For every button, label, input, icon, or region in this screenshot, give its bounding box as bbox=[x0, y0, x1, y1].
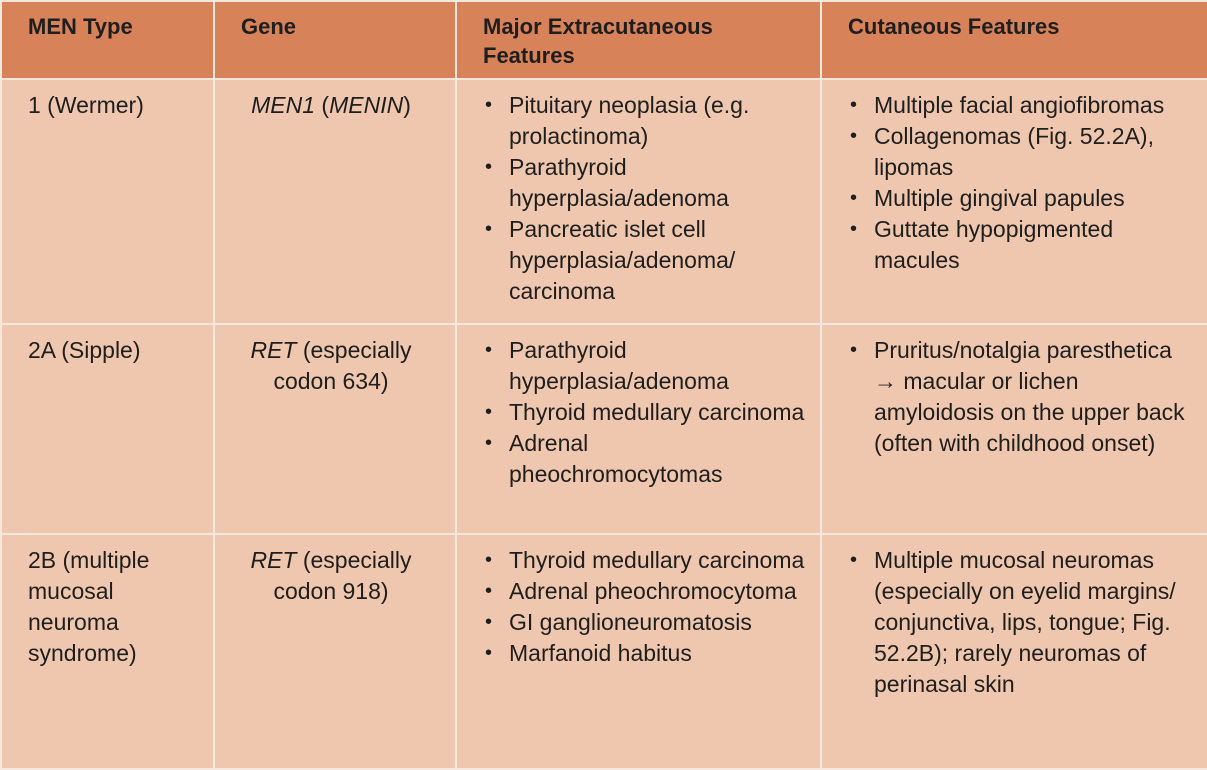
gene-protein: MENIN bbox=[329, 92, 404, 118]
cell-gene: RET (especially codon 634) bbox=[213, 323, 457, 535]
extracutaneous-list: • Thyroid medullary carcinoma • Adrenal ph… bbox=[483, 545, 806, 669]
header-row: MEN Type Gene Major Extracutaneous Featu… bbox=[0, 0, 1207, 80]
list-item: • GI ganglioneuromatosis bbox=[483, 607, 806, 638]
list-item-text: Pruritus/notalgia paresthetica → macular… bbox=[874, 337, 1185, 456]
header-men-type: MEN Type bbox=[0, 0, 215, 80]
header-gene: Gene bbox=[213, 0, 457, 80]
bullet: • bbox=[485, 156, 493, 178]
table-header: MEN Type Gene Major Extracutaneous Featu… bbox=[0, 0, 1207, 80]
cutaneous-list: • Multiple mucosal neuromas (especially o… bbox=[848, 545, 1193, 700]
list-item-text: Collagenomas (Fig. 52.2A), lipomas bbox=[874, 123, 1154, 180]
cell-extracutaneous: • Thyroid medullary carcinoma • Adrenal ph… bbox=[455, 533, 822, 770]
bullet: • bbox=[485, 642, 493, 664]
gene-note: (especially codon 634) bbox=[273, 337, 412, 394]
bullet: • bbox=[850, 549, 858, 571]
list-item: • Multiple gingival papules bbox=[848, 183, 1193, 214]
cell-gene: RET (especially codon 918) bbox=[213, 533, 457, 770]
bullet: • bbox=[850, 339, 858, 361]
table-row: 2A (Sipple) RET (especially codon 634) •… bbox=[0, 323, 1207, 535]
gene-paren-close: ) bbox=[403, 92, 411, 118]
list-item: • Guttate hypopigmented macules bbox=[848, 214, 1193, 276]
cell-men-type: 1 (Wermer) bbox=[0, 78, 215, 325]
bullet: • bbox=[485, 611, 493, 633]
list-item-text: Thyroid medullary carcinoma bbox=[509, 399, 805, 425]
list-item: • Thyroid medullary carcinoma bbox=[483, 397, 806, 428]
cell-cutaneous: • Multiple facial angiofibromas • Collagen… bbox=[820, 78, 1207, 325]
list-item-text: Guttate hypopigmented macules bbox=[874, 216, 1114, 273]
list-item: • Multiple mucosal neuromas (especially o… bbox=[848, 545, 1193, 700]
gene-paren-open: ( bbox=[321, 92, 330, 118]
list-item-text: Pituitary neoplasia (e.g. prolactinoma) bbox=[509, 92, 750, 149]
gene-symbol: RET bbox=[250, 337, 297, 363]
bullet: • bbox=[850, 187, 858, 209]
table-row: 1 (Wermer) MEN1 (MENIN) • Pituitary neopl… bbox=[0, 78, 1207, 325]
list-item-text: Thyroid medullary carcinoma bbox=[509, 547, 805, 573]
table-body: 1 (Wermer) MEN1 (MENIN) • Pituitary neopl… bbox=[0, 78, 1207, 770]
list-item-text: Pancreatic islet cell hyperplasia/adenom… bbox=[509, 216, 736, 304]
list-item: • Adrenal pheochromocytoma bbox=[483, 576, 806, 607]
table-row: 2B (multiple mucosal neuroma syndrome) R… bbox=[0, 533, 1207, 770]
bullet: • bbox=[850, 218, 858, 240]
list-item: • Pruritus/notalgia paresthetica → macula… bbox=[848, 335, 1193, 459]
header-cutaneous: Cutaneous Features bbox=[820, 0, 1207, 80]
bullet: • bbox=[850, 94, 858, 116]
cell-gene: MEN1 (MENIN) bbox=[213, 78, 457, 325]
cutaneous-list: • Multiple facial angiofibromas • Collagen… bbox=[848, 90, 1193, 276]
cell-cutaneous: • Pruritus/notalgia paresthetica → macula… bbox=[820, 323, 1207, 535]
extracutaneous-list: • Parathyroid hyperplasia/adenoma • Thyroi… bbox=[483, 335, 806, 490]
list-item-text: Multiple gingival papules bbox=[874, 185, 1125, 211]
cutaneous-list: • Pruritus/notalgia paresthetica → macula… bbox=[848, 335, 1193, 459]
list-item: • Collagenomas (Fig. 52.2A), lipomas bbox=[848, 121, 1193, 183]
list-item: • Thyroid medullary carcinoma bbox=[483, 545, 806, 576]
bullet: • bbox=[485, 218, 493, 240]
cell-men-type: 2A (Sipple) bbox=[0, 323, 215, 535]
list-item-text: Adrenal pheochromocytomas bbox=[509, 430, 723, 487]
list-item: • Parathyroid hyperplasia/adenoma bbox=[483, 152, 806, 214]
bullet: • bbox=[485, 432, 493, 454]
list-item-text: Adrenal pheochromocytoma bbox=[509, 578, 797, 604]
list-item-text: Multiple mucosal neuromas (especially on… bbox=[874, 547, 1176, 697]
bullet: • bbox=[485, 549, 493, 571]
bullet: • bbox=[485, 339, 493, 361]
cell-extracutaneous: • Pituitary neoplasia (e.g. prolactinoma)… bbox=[455, 78, 822, 325]
cell-cutaneous: • Multiple mucosal neuromas (especially o… bbox=[820, 533, 1207, 770]
list-item-text: Multiple facial angiofibromas bbox=[874, 92, 1165, 118]
list-item-text: Parathyroid hyperplasia/adenoma bbox=[509, 337, 729, 394]
list-item: • Multiple facial angiofibromas bbox=[848, 90, 1193, 121]
bullet: • bbox=[485, 580, 493, 602]
gene-symbol: MEN1 bbox=[251, 92, 316, 118]
list-item: • Pituitary neoplasia (e.g. prolactinoma) bbox=[483, 90, 806, 152]
cell-extracutaneous: • Parathyroid hyperplasia/adenoma • Thyroi… bbox=[455, 323, 822, 535]
list-item: • Marfanoid habitus bbox=[483, 638, 806, 669]
list-item-text: GI ganglioneuromatosis bbox=[509, 609, 752, 635]
bullet: • bbox=[850, 125, 858, 147]
gene-symbol: RET bbox=[250, 547, 297, 573]
extracutaneous-list: • Pituitary neoplasia (e.g. prolactinoma)… bbox=[483, 90, 806, 307]
header-extracutaneous: Major Extracutaneous Features bbox=[455, 0, 822, 80]
bullet: • bbox=[485, 94, 493, 116]
cell-men-type: 2B (multiple mucosal neuroma syndrome) bbox=[0, 533, 215, 770]
list-item-text: Parathyroid hyperplasia/adenoma bbox=[509, 154, 729, 211]
list-item: • Parathyroid hyperplasia/adenoma bbox=[483, 335, 806, 397]
bullet: • bbox=[485, 401, 493, 423]
list-item: • Adrenal pheochromocytomas bbox=[483, 428, 806, 490]
list-item: • Pancreatic islet cell hyperplasia/adeno… bbox=[483, 214, 806, 307]
gene-note: (especially codon 918) bbox=[273, 547, 412, 604]
list-item-text: Marfanoid habitus bbox=[509, 640, 692, 666]
